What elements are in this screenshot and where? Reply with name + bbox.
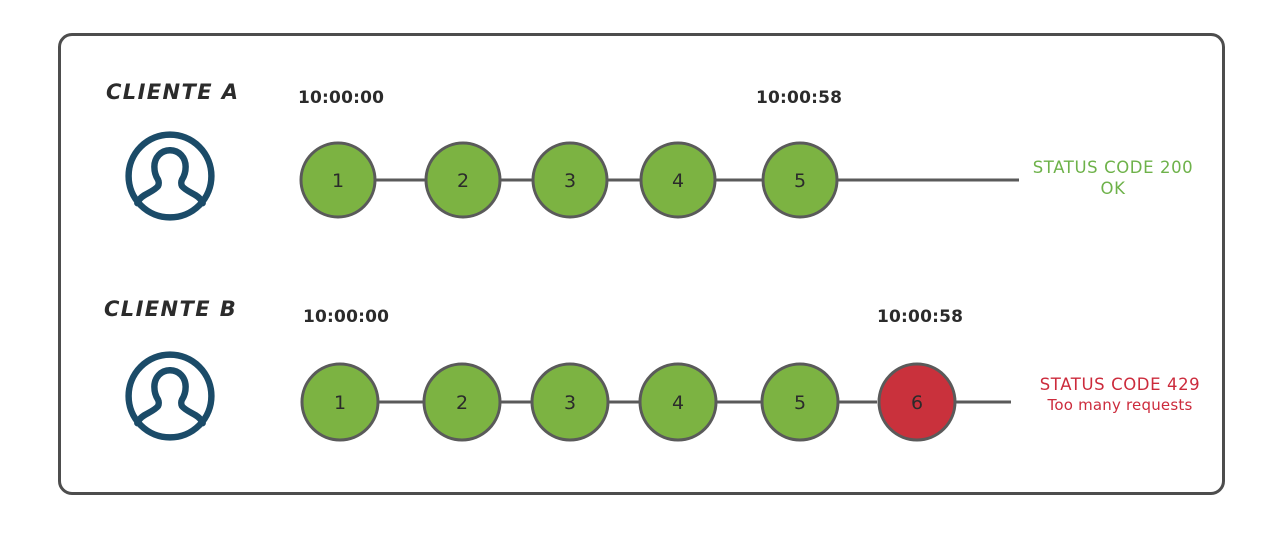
timestamp-end-b: 10:00:58 <box>877 307 964 327</box>
request-node-label: 6 <box>911 392 923 414</box>
request-node: 2 <box>422 362 502 442</box>
request-node-label: 1 <box>332 170 344 192</box>
request-chain-b: 1 2 3 4 5 <box>295 355 1025 451</box>
status-code-a: STATUS CODE 200 <box>1032 158 1194 177</box>
request-node: 4 <box>639 141 717 219</box>
status-text-b: Too many requests <box>1047 395 1193 414</box>
client-a-label: CLIENTE A <box>106 80 240 104</box>
request-chain-a: 1 2 3 4 5 <box>295 134 1025 230</box>
status-text-a: OK <box>1100 178 1126 198</box>
status-code-b: STATUS CODE 429 <box>1039 375 1201 394</box>
request-node: 5 <box>760 362 840 442</box>
timestamp-start-a: 10:00:00 <box>298 88 385 108</box>
request-node-label: 1 <box>334 392 346 414</box>
request-node: 1 <box>300 362 380 442</box>
request-node-label: 2 <box>456 392 468 414</box>
request-node-label: 2 <box>457 170 469 192</box>
user-avatar-icon <box>124 350 216 442</box>
request-node-label: 5 <box>794 170 806 192</box>
user-avatar-icon <box>124 130 216 222</box>
request-node-label: 5 <box>794 392 806 414</box>
request-node: 5 <box>761 141 839 219</box>
request-node: 2 <box>424 141 502 219</box>
request-node: 3 <box>531 141 609 219</box>
request-node-error: 6 <box>877 362 957 442</box>
request-node-label: 4 <box>672 392 684 414</box>
timestamp-start-b: 10:00:00 <box>303 307 390 327</box>
request-node: 1 <box>299 141 377 219</box>
request-node: 3 <box>530 362 610 442</box>
status-badge-b: STATUS CODE 429 Too many requests <box>1022 375 1218 414</box>
request-node-label: 3 <box>564 170 576 192</box>
client-b-label: CLIENTE B <box>104 297 238 321</box>
diagram-frame <box>58 33 1225 495</box>
timestamp-end-a: 10:00:58 <box>756 88 843 108</box>
request-node: 4 <box>638 362 718 442</box>
request-node-label: 3 <box>564 392 576 414</box>
request-node-label: 4 <box>672 170 684 192</box>
status-badge-a: STATUS CODE 200 OK <box>1028 158 1198 199</box>
